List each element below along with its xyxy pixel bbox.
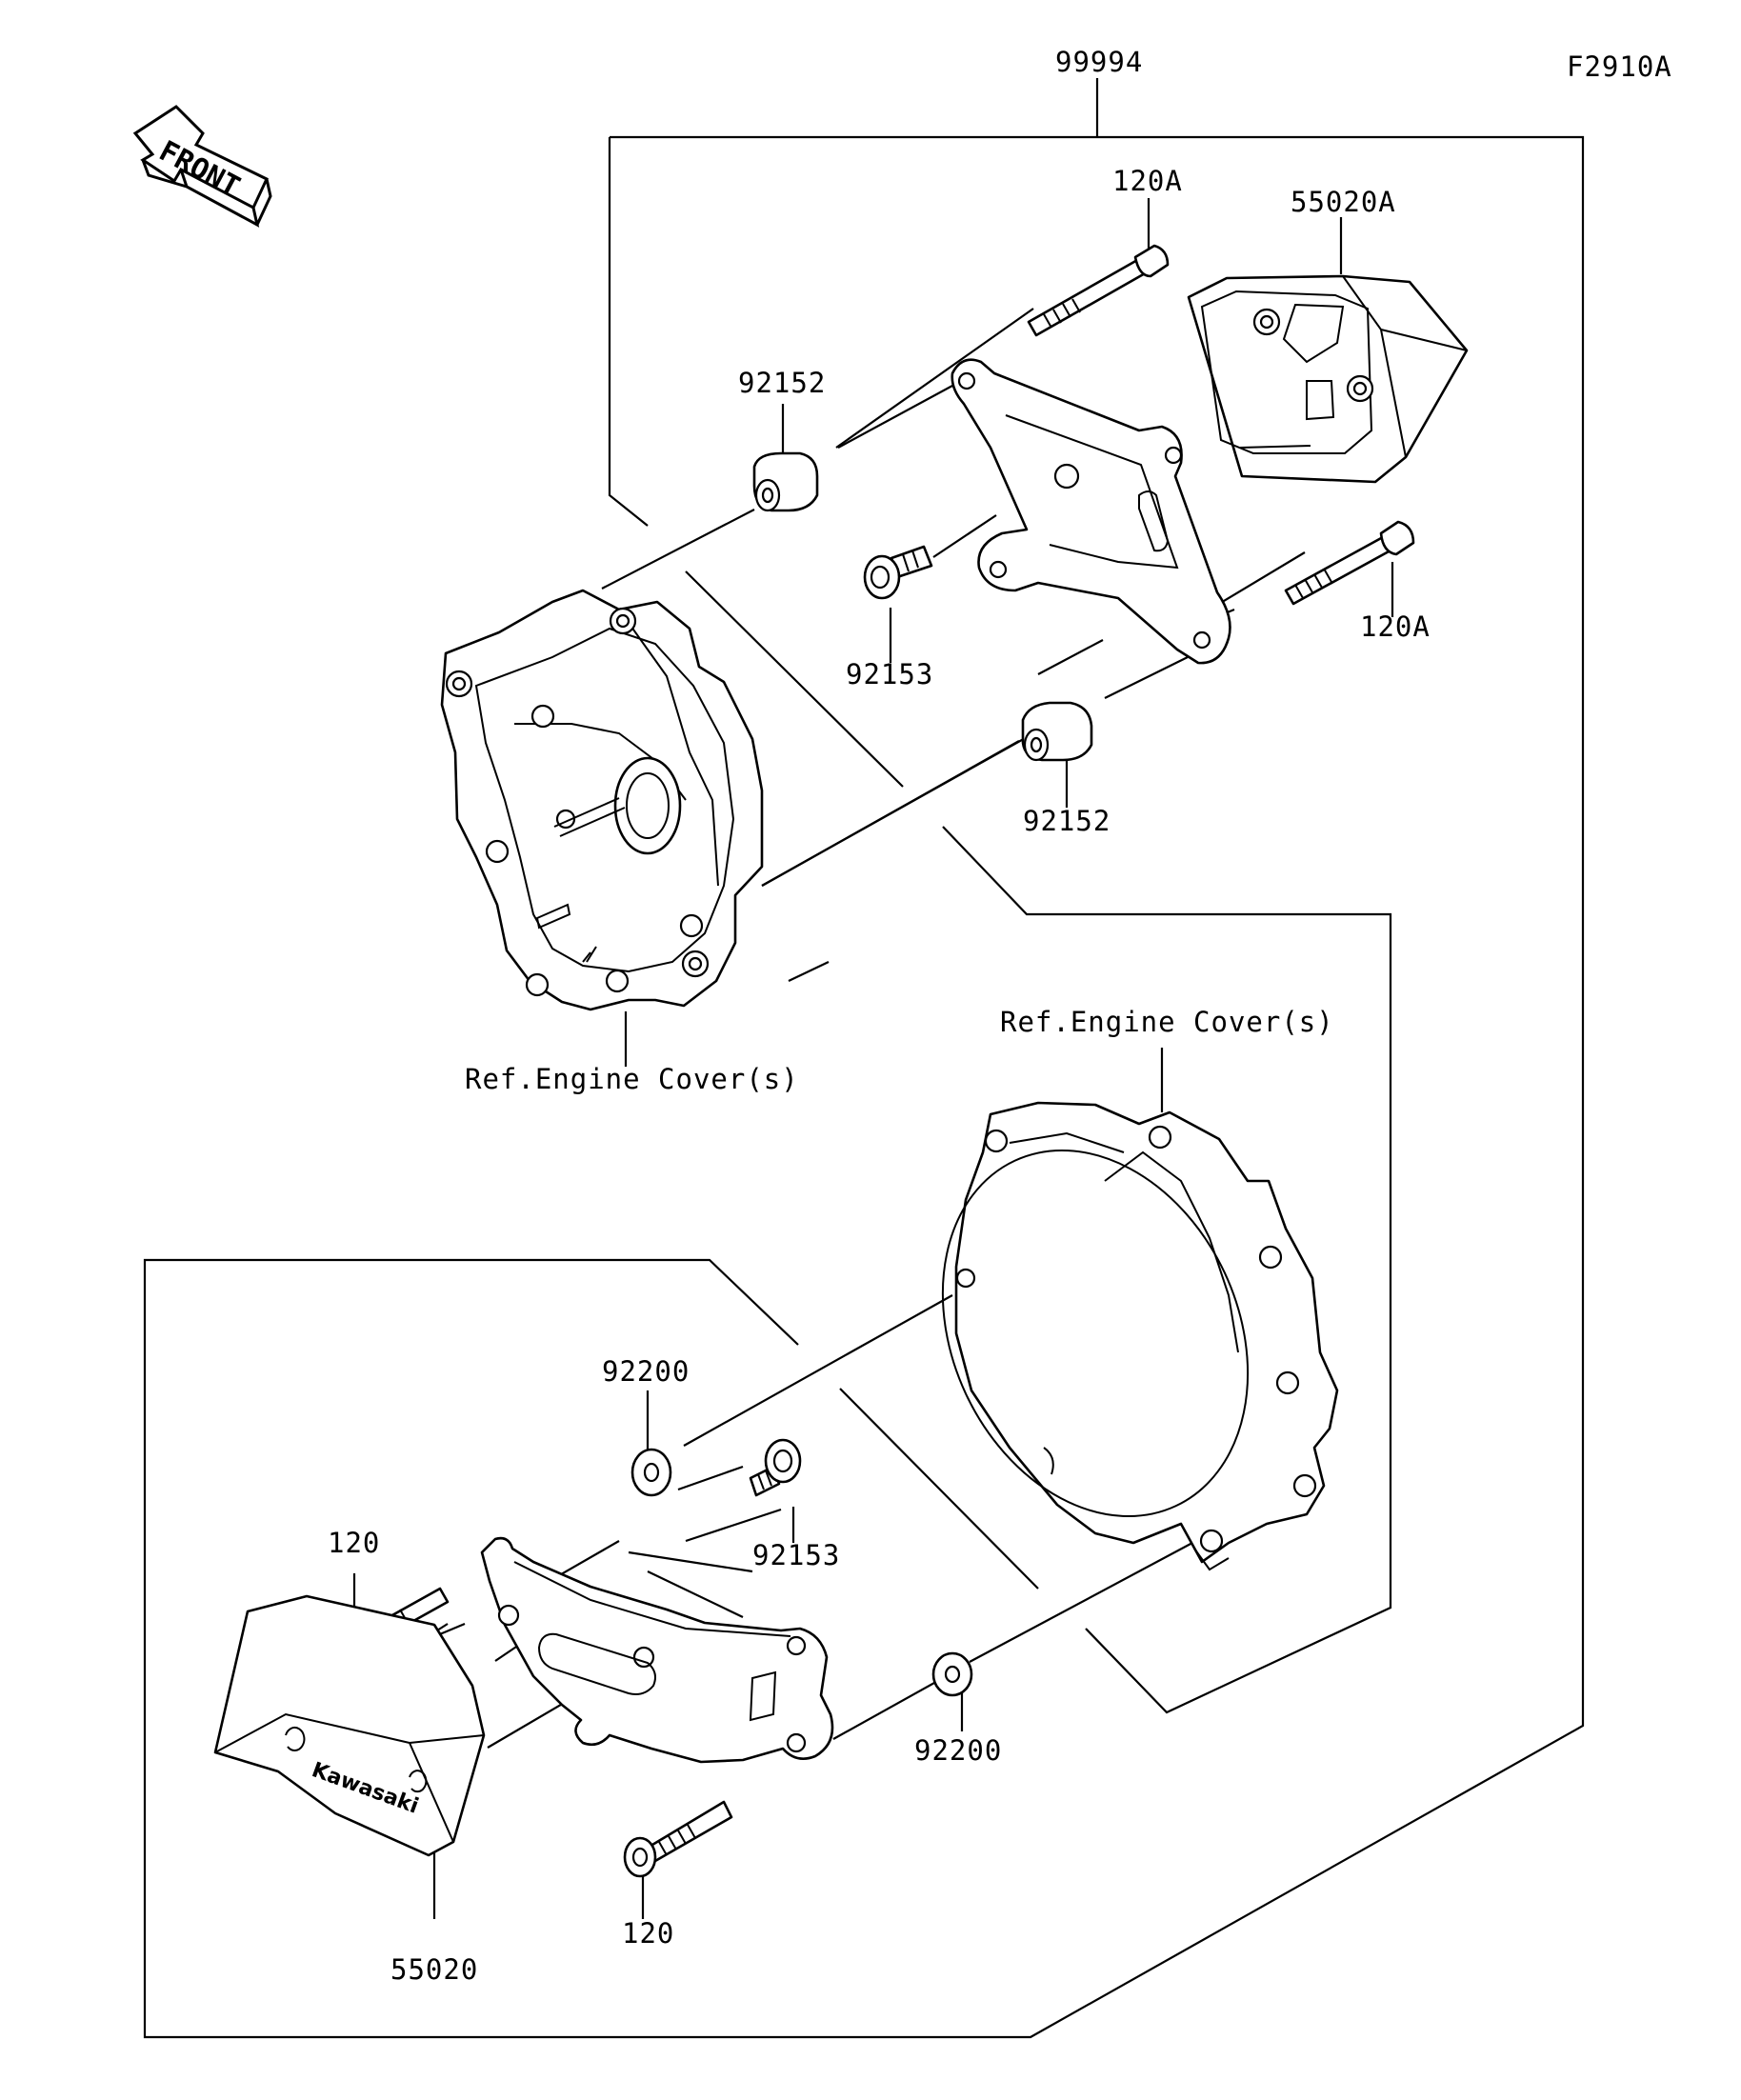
bracket-upper (951, 358, 1231, 665)
kit-boundary (143, 78, 1585, 2039)
label-ref-engine-cover-left: Ref.Engine Cover(s) (465, 1063, 799, 1095)
label-bolt-92153: 92153 (846, 658, 933, 690)
label-ref-engine-cover-right: Ref.Engine Cover(s) (1000, 1006, 1334, 1038)
cover-55020a (1187, 274, 1469, 484)
collar-92152-lower (1021, 701, 1093, 762)
engine-cover-right (941, 1101, 1339, 1571)
washer-92200-lower (931, 1651, 973, 1697)
figure-code: F2910A (1567, 50, 1672, 83)
label-bolt-120a-upper: 120A (1112, 165, 1183, 197)
bolt-120a-right (1284, 520, 1415, 606)
bolt-120a-upper (1027, 244, 1170, 337)
label-bolt-120-left: 120 (328, 1527, 380, 1559)
engine-cover-left (440, 589, 764, 1011)
collar-92152-upper (752, 451, 819, 512)
cover-55020: Kawasaki (213, 1594, 486, 1857)
bolt-92153-lower (749, 1438, 802, 1497)
label-collar-92152-upper: 92152 (738, 367, 826, 399)
front-arrow-icon: FRONT (132, 105, 272, 228)
label-bolt-92153-lower: 92153 (752, 1539, 840, 1571)
washer-92200-upper (630, 1448, 672, 1497)
bolt-92153-mid (863, 545, 933, 600)
label-bolt-120a-right: 120A (1360, 610, 1431, 643)
label-kit: 99994 (1055, 46, 1143, 78)
label-cover-55020: 55020 (390, 1953, 478, 1986)
label-bolt-120-bottom: 120 (622, 1917, 674, 1950)
label-washer-92200-upper: 92200 (602, 1355, 690, 1388)
bracket-lower (480, 1536, 834, 1764)
label-washer-92200-lower: 92200 (914, 1734, 1002, 1767)
bolt-120-bottom (623, 1800, 733, 1878)
label-collar-92152-lower: 92152 (1023, 805, 1111, 837)
label-cover-55020a: 55020A (1291, 186, 1396, 218)
